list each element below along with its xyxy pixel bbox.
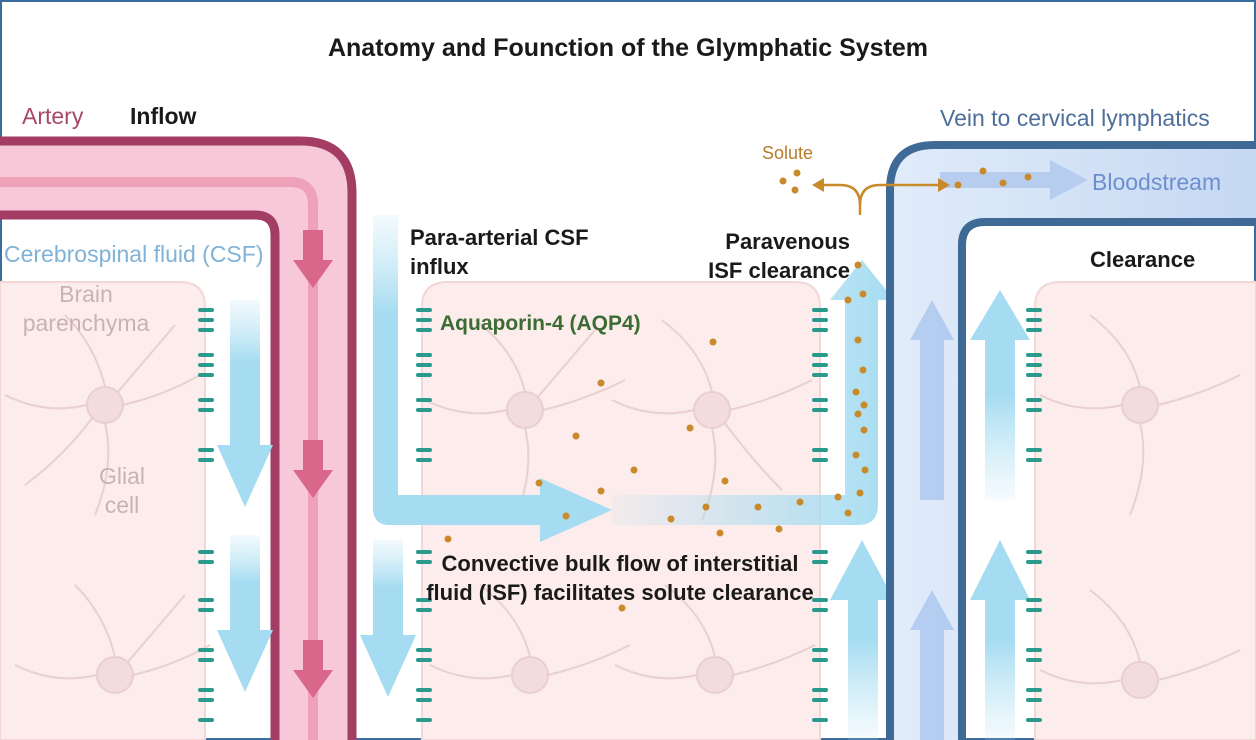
glial-cell-shape	[1039, 589, 1241, 699]
solute-particles	[444, 167, 1032, 612]
paravenous-up-arrows	[830, 540, 894, 740]
solute-arrowhead-left	[812, 178, 824, 192]
csf-down-arrows	[217, 300, 273, 692]
convective-flow-band	[612, 260, 894, 525]
glial-cell-shape	[614, 584, 816, 694]
glial-cell-shape	[4, 314, 201, 516]
glial-cell-shape	[14, 584, 211, 694]
paravenous-label: Paravenous ISF clearance	[708, 229, 850, 283]
artery-label: Artery	[22, 103, 84, 129]
convective-flow-label: Convective bulk flow of interstitial flu…	[426, 551, 814, 605]
para-arterial-label: Para-arterial CSF influx	[410, 225, 589, 279]
vein-flow-arrows	[910, 160, 1088, 740]
solute-fork-arrows	[818, 183, 945, 215]
aquaporin-label: Aquaporin-4 (AQP4)	[440, 312, 641, 335]
aquaporin-channels	[198, 308, 1042, 722]
glial-cell-shape	[424, 319, 626, 521]
diagram-title: Anatomy and Founction of the Glymphatic …	[327, 34, 929, 62]
para-arterial-channel	[360, 215, 612, 697]
csf-label: Cerebrospinal fluid (CSF)	[4, 241, 264, 267]
clearance-up-arrows	[970, 290, 1030, 740]
glial-cell-shape	[611, 319, 813, 521]
glial-cell-label: Glial cell	[98, 463, 145, 519]
brain-parenchyma-label: Brain parenchyma	[22, 281, 150, 337]
vein-label: Vein to cervical lymphatics	[940, 105, 1210, 131]
glial-cells	[4, 314, 1241, 699]
inflow-label: Inflow	[130, 103, 197, 129]
solute-arrowhead-right	[938, 178, 950, 192]
glial-cell-shape	[429, 584, 631, 694]
artery-flow-arrows	[293, 230, 333, 698]
clearance-label: Clearance	[1090, 247, 1196, 272]
solute-label: Solute	[762, 143, 814, 163]
glial-cell-shape	[1039, 314, 1241, 516]
bloodstream-label: Bloodstream	[1092, 169, 1222, 195]
